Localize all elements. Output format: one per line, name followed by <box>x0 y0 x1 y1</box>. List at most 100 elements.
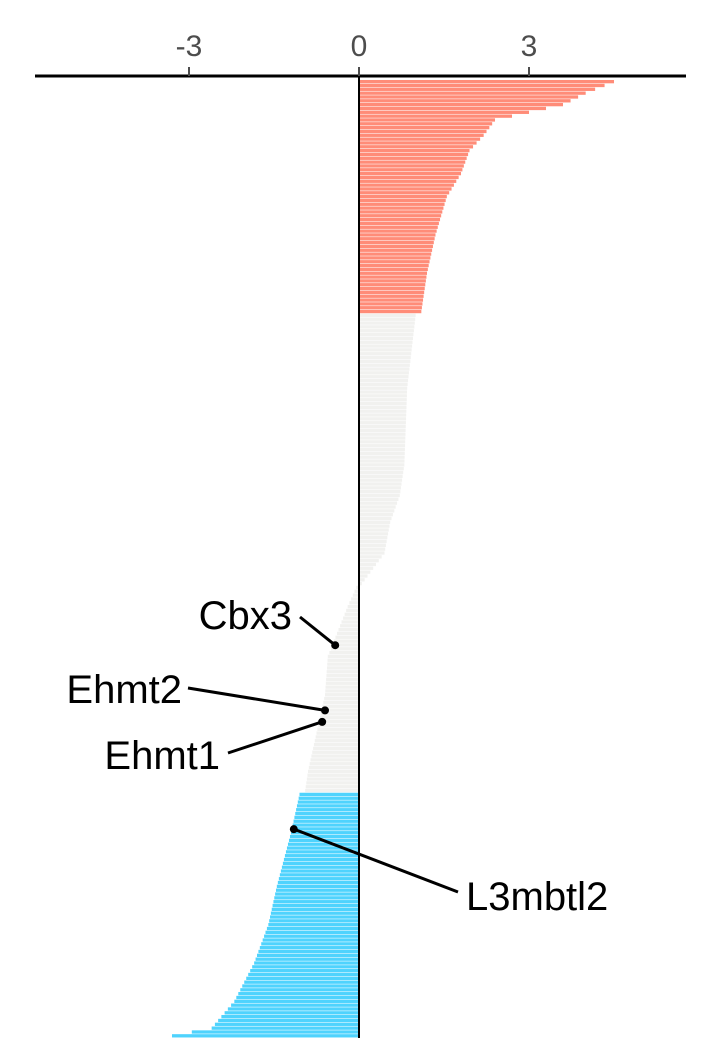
bar <box>275 888 359 892</box>
bar <box>359 313 416 318</box>
bar <box>359 432 406 436</box>
bar <box>359 125 490 130</box>
bar <box>298 796 359 800</box>
bar <box>359 386 408 390</box>
bars-group <box>171 80 615 1038</box>
cbx3-point <box>331 641 340 650</box>
bar <box>310 758 359 762</box>
bar <box>359 482 402 486</box>
bar <box>359 256 431 260</box>
bar <box>319 719 359 724</box>
bar <box>359 398 407 402</box>
bar <box>294 815 359 820</box>
bar <box>359 240 434 245</box>
bar <box>227 1007 359 1011</box>
bar <box>314 739 359 743</box>
bar <box>359 463 405 467</box>
bar <box>305 785 359 789</box>
bar <box>359 428 406 433</box>
bar <box>244 980 359 984</box>
bar <box>307 773 359 777</box>
bar <box>359 191 450 195</box>
bar <box>359 359 411 364</box>
bar <box>191 1030 359 1034</box>
bar <box>359 210 443 214</box>
bar <box>265 930 359 934</box>
bar <box>359 99 571 103</box>
bar <box>356 585 359 590</box>
bar <box>352 593 359 597</box>
bar <box>359 459 405 463</box>
bar <box>359 440 406 444</box>
bar <box>308 769 359 774</box>
bar <box>359 110 530 114</box>
bar <box>359 179 457 183</box>
bar <box>359 279 426 283</box>
bar <box>359 260 430 264</box>
bar <box>359 344 413 348</box>
bar <box>248 972 359 977</box>
bar <box>274 896 359 900</box>
x-axis-ticks: -3 0 3 <box>176 30 537 76</box>
bar <box>359 424 406 429</box>
bar <box>359 493 400 498</box>
bar <box>359 275 427 279</box>
bar <box>231 1003 359 1007</box>
bar <box>359 321 415 325</box>
bar <box>359 252 432 256</box>
bar <box>261 942 359 946</box>
bar <box>326 670 359 674</box>
bar <box>359 309 422 314</box>
bar <box>279 873 359 877</box>
bar <box>359 516 392 521</box>
ehmt1-leader-line <box>227 720 323 755</box>
bar <box>359 175 459 180</box>
bar <box>313 746 359 751</box>
bar <box>262 938 359 942</box>
bar <box>359 497 399 501</box>
bar <box>359 348 412 352</box>
bar <box>359 505 396 509</box>
bar <box>319 716 359 720</box>
bar <box>327 654 359 659</box>
bar <box>359 221 439 226</box>
bar <box>326 666 359 670</box>
bar <box>359 102 564 107</box>
bar <box>277 880 359 885</box>
bar <box>332 643 359 647</box>
bar <box>292 823 359 827</box>
bar <box>255 957 359 961</box>
bar <box>273 900 359 904</box>
bar <box>359 198 446 203</box>
bar <box>312 750 359 754</box>
bar <box>308 765 359 770</box>
bar <box>359 470 404 475</box>
bar <box>359 382 408 387</box>
bar <box>359 217 441 222</box>
bar <box>354 589 359 593</box>
bar <box>338 627 359 632</box>
bar <box>295 811 359 816</box>
bar <box>359 447 405 452</box>
bar <box>311 754 359 758</box>
bar <box>289 834 359 839</box>
bar <box>359 490 401 494</box>
bar <box>359 168 463 172</box>
bar <box>264 934 359 938</box>
bar <box>297 800 359 804</box>
bar <box>359 513 393 517</box>
bar <box>359 581 362 586</box>
bar <box>359 578 365 582</box>
bar <box>214 1022 359 1026</box>
bar <box>242 984 359 988</box>
bar <box>323 700 359 705</box>
x-tick-label-0: 0 <box>351 30 368 63</box>
bar <box>224 1011 359 1015</box>
bar <box>359 267 428 272</box>
bar <box>359 413 407 417</box>
bar <box>359 148 470 153</box>
bar <box>359 539 387 544</box>
bar <box>359 543 386 547</box>
bar <box>359 436 406 440</box>
bar <box>218 1018 359 1023</box>
